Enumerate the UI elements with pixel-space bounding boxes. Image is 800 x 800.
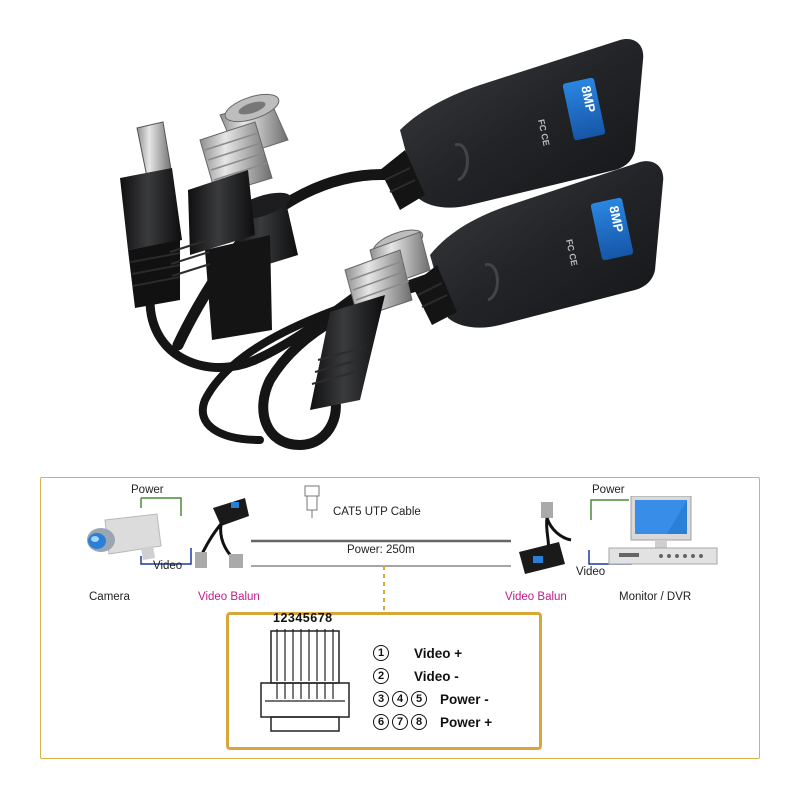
badge-text-top: 8MP [578, 84, 598, 114]
monitor-dvr-label: Monitor / DVR [619, 591, 692, 603]
dc-power-plug [120, 121, 182, 308]
monitor-dvr-icon [608, 496, 718, 565]
monitor-video-label: Video [576, 566, 606, 578]
cable-label: CAT5 UTP Cable [333, 506, 421, 518]
product-photo: 8MP FC CE 8MP FC CE [120, 39, 664, 451]
pin-4-badge: 4 [392, 691, 408, 707]
camera-icon [87, 513, 162, 560]
pin-5-badge: 5 [411, 691, 427, 707]
camera-label: Camera [89, 591, 130, 603]
pin-label-power-plus: Power + [440, 714, 493, 730]
pin-label-video-plus: Video + [414, 645, 463, 661]
pinout-inset: 12345678 1 Video + 2 V [226, 611, 542, 750]
pin-6-badge: 6 [373, 714, 389, 730]
pin-3-badge: 3 [373, 691, 389, 707]
balun-right-label: Video Balun [505, 591, 567, 603]
bnc-connector-top [169, 93, 289, 277]
dc-jack [205, 192, 298, 340]
camera-video-label: Video [153, 560, 183, 572]
balun-body-top: 8MP FC CE [380, 39, 644, 210]
balun-icon-left [195, 498, 249, 568]
pin-2-badge: 2 [373, 668, 389, 684]
camera-power-label: Power [131, 484, 164, 496]
bnc-connector-bottom [310, 229, 431, 410]
pin-row-power-plus: 6 7 8 Power + [373, 714, 492, 730]
connection-diagram-panel: Power Video Camera Video Balun CAT5 UTP … [40, 477, 760, 759]
pin-7-badge: 7 [392, 714, 408, 730]
balun-icon-right [519, 502, 572, 574]
pin-label-power-minus: Power - [440, 691, 489, 707]
pin-row-video-minus: 2 Video - [373, 668, 459, 684]
pin-row-video-plus: 1 Video + [373, 645, 462, 661]
pin-row-power-minus: 3 4 5 Power - [373, 691, 489, 707]
badge-text-bottom: 8MP [606, 204, 626, 234]
pin-8-badge: 8 [411, 714, 427, 730]
balun-body-bottom: 8MP FC CE [412, 161, 664, 328]
pin-label-video-minus: Video - [414, 668, 459, 684]
balun-left-label: Video Balun [198, 591, 260, 603]
rj45-connector-icon [260, 629, 350, 732]
monitor-power-label: Power [592, 484, 625, 496]
pin-1-badge: 1 [373, 645, 389, 661]
pin-numbers-header: 12345678 [273, 611, 333, 625]
power-distance-label: Power: 250m [347, 544, 415, 556]
